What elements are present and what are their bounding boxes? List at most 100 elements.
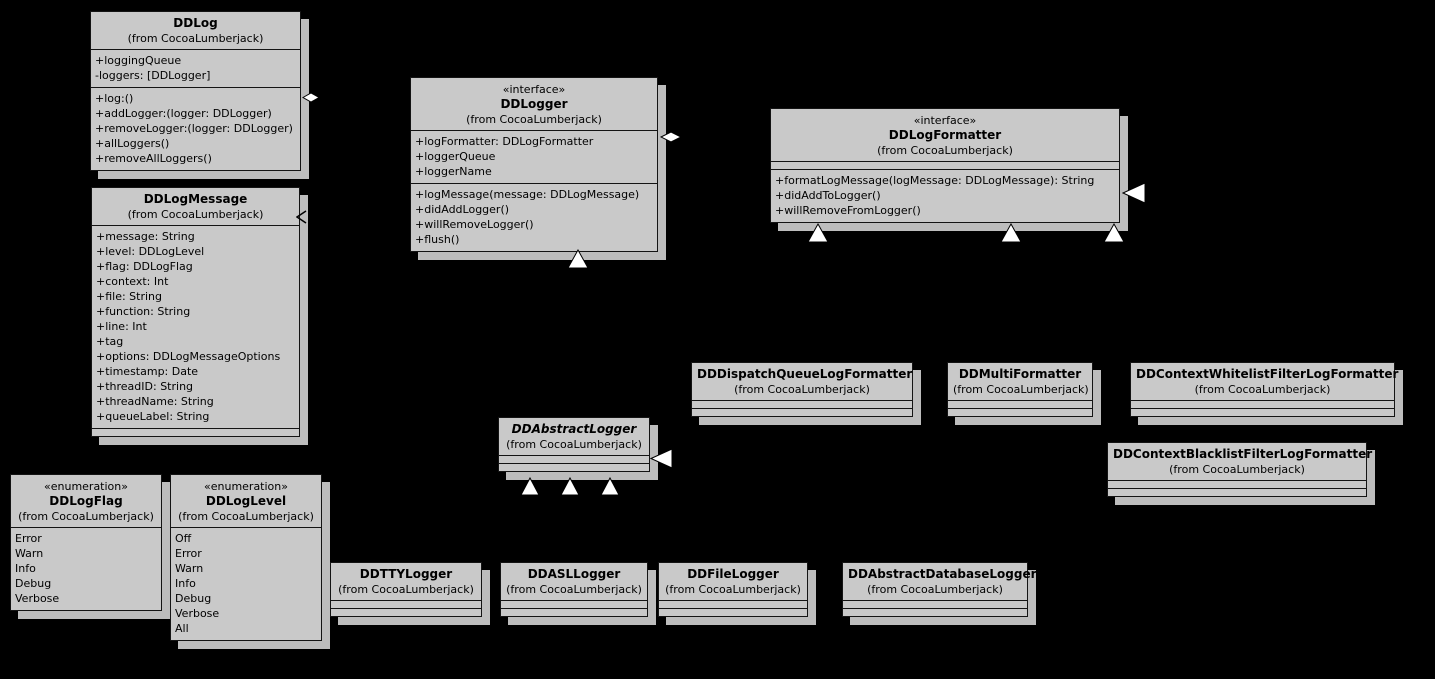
member-line: +timestamp: Date — [96, 365, 199, 378]
class-box-ddcontextwhitelistfilterlogformatter[interactable]: DDContextWhitelistFilterLogFormatter (fr… — [1130, 362, 1398, 417]
class-box-ddmultiformatter[interactable]: DDMultiFormatter (from CocoaLumberjack) — [947, 362, 1093, 417]
class-title: «interface» DDLogger (from CocoaLumberja… — [411, 78, 657, 130]
member-line: +threadName: String — [96, 395, 214, 408]
member-line: +logMessage(message: DDLogMessage) — [415, 188, 640, 201]
class-name: DDTTYLogger — [359, 567, 453, 581]
methods-compartment — [499, 463, 649, 471]
member-line: +willRemoveFromLogger() — [775, 204, 921, 217]
class-box-ddlogger[interactable]: «interface» DDLogger (from CocoaLumberja… — [410, 77, 658, 252]
class-package: (from CocoaLumberjack) — [867, 583, 1003, 596]
member-line: +formatLogMessage(logMessage: DDLogMessa… — [775, 174, 1095, 187]
class-box-dddispatchqueuelogformatter[interactable]: DDDispatchQueueLogFormatter (from CocoaL… — [691, 362, 913, 417]
class-name: DDMultiFormatter — [958, 367, 1082, 381]
class-box-ddlogflag[interactable]: «enumeration» DDLogFlag (from CocoaLumbe… — [10, 474, 162, 611]
class-box-ddabstractdatabaselogger[interactable]: DDAbstractDatabaseLogger (from CocoaLumb… — [842, 562, 1037, 617]
class-box-ddlog[interactable]: DDLog (from CocoaLumberjack) +loggingQue… — [90, 11, 301, 171]
member-line: +didAddLogger() — [415, 203, 510, 216]
member-line: +file: String — [96, 290, 162, 303]
class-box-ddasllogger[interactable]: DDASLLogger (from CocoaLumberjack) — [500, 562, 648, 617]
generalization-triangle-icon — [650, 448, 673, 469]
class-box-ddcontextblacklistfilterlogformatter[interactable]: DDContextBlacklistFilterLogFormatter (fr… — [1107, 442, 1372, 497]
class-box-ddttylogger[interactable]: DDTTYLogger (from CocoaLumberjack) — [330, 562, 482, 617]
class-package: (from CocoaLumberjack) — [466, 113, 602, 126]
member-line: +message: String — [96, 230, 195, 243]
class-name: DDAbstractDatabaseLogger — [848, 567, 1037, 581]
class-package: (from CocoaLumberjack) — [506, 583, 642, 596]
aggregation-diamond-icon — [302, 92, 320, 103]
attributes-compartment: +message: String+level: DDLogLevel+flag:… — [92, 225, 299, 428]
open-arrowhead-icon — [296, 210, 307, 224]
member-line: +threadID: String — [96, 380, 194, 393]
member-line: Warn — [15, 547, 44, 560]
class-package: (from CocoaLumberjack) — [877, 144, 1013, 157]
attributes-compartment — [843, 600, 1027, 608]
class-box-ddlogformatter[interactable]: «interface» DDLogFormatter (from CocoaLu… — [770, 108, 1120, 223]
member-line: Warn — [175, 562, 204, 575]
class-title: DDContextWhitelistFilterLogFormatter (fr… — [1131, 363, 1398, 400]
methods-compartment: +log:()+addLogger:(logger: DDLogger)+rem… — [91, 87, 300, 170]
member-line: +removeLogger:(logger: DDLogger) — [95, 122, 293, 135]
realization-triangle-icon — [1000, 223, 1022, 243]
class-name: DDLogLevel — [205, 494, 287, 508]
class-title: DDContextBlacklistFilterLogFormatter (fr… — [1108, 443, 1372, 480]
class-box-ddloglevel[interactable]: «enumeration» DDLogLevel (from CocoaLumb… — [170, 474, 322, 641]
class-title: DDAbstractLogger (from CocoaLumberjack) — [499, 418, 649, 455]
realization-triangle-icon — [567, 249, 589, 269]
member-line: Verbose — [15, 592, 60, 605]
member-line: All — [175, 622, 189, 635]
class-title: «interface» DDLogFormatter (from CocoaLu… — [771, 109, 1119, 161]
class-stereotype: «enumeration» — [44, 480, 128, 493]
member-line: +function: String — [96, 305, 191, 318]
class-name: DDFileLogger — [687, 567, 779, 581]
member-line: +log:() — [95, 92, 134, 105]
attributes-compartment — [659, 600, 807, 608]
attributes-compartment — [948, 400, 1092, 408]
member-line: +loggerQueue — [415, 150, 496, 163]
methods-compartment — [948, 408, 1092, 416]
class-package: (from CocoaLumberjack) — [665, 583, 801, 596]
attributes-compartment — [501, 600, 647, 608]
class-stereotype: «enumeration» — [204, 480, 288, 493]
member-line: +level: DDLogLevel — [96, 245, 205, 258]
realization-triangle-icon — [1122, 182, 1146, 204]
class-package: (from CocoaLumberjack) — [127, 208, 264, 221]
member-line: +context: Int — [96, 275, 169, 288]
methods-compartment — [331, 608, 481, 616]
realization-triangle-icon — [807, 223, 829, 243]
class-title: DDAbstractDatabaseLogger (from CocoaLumb… — [843, 563, 1037, 600]
attributes-compartment: +loggingQueue-loggers: [DDLogger] — [91, 49, 300, 87]
class-title: «enumeration» DDLogFlag (from CocoaLumbe… — [11, 475, 161, 527]
class-title: DDMultiFormatter (from CocoaLumberjack) — [948, 363, 1092, 400]
class-box-ddfilelogger[interactable]: DDFileLogger (from CocoaLumberjack) — [658, 562, 808, 617]
member-line: +loggingQueue — [95, 54, 182, 67]
class-package: (from CocoaLumberjack) — [1169, 463, 1305, 476]
generalization-triangle-icon — [600, 477, 620, 496]
class-package: (from CocoaLumberjack) — [127, 32, 264, 45]
class-title: DDDispatchQueueLogFormatter (from CocoaL… — [692, 363, 912, 400]
attributes-compartment — [1108, 480, 1366, 488]
methods-compartment — [659, 608, 807, 616]
class-title: DDASLLogger (from CocoaLumberjack) — [501, 563, 647, 600]
class-name: DDASLLogger — [527, 567, 621, 581]
methods-compartment — [1131, 408, 1394, 416]
class-title: DDTTYLogger (from CocoaLumberjack) — [331, 563, 481, 600]
member-line: Info — [175, 577, 196, 590]
class-package: (from CocoaLumberjack) — [1194, 383, 1331, 396]
member-line: +logFormatter: DDLogFormatter — [415, 135, 594, 148]
class-box-ddabstractlogger[interactable]: DDAbstractLogger (from CocoaLumberjack) — [498, 417, 650, 472]
member-line: Error — [15, 532, 42, 545]
methods-compartment — [501, 608, 647, 616]
member-line: +didAddToLogger() — [775, 189, 881, 202]
class-title: «enumeration» DDLogLevel (from CocoaLumb… — [171, 475, 321, 527]
methods-compartment: +logMessage(message: DDLogMessage) +didAd… — [411, 183, 657, 251]
member-line: Verbose — [175, 607, 220, 620]
member-line: Debug — [175, 592, 212, 605]
class-name: DDAbstractLogger — [511, 422, 637, 436]
class-package: (from CocoaLumberjack) — [506, 438, 642, 451]
methods-compartment: +formatLogMessage(logMessage: DDLogMessa… — [771, 169, 1119, 222]
class-box-ddlogmessage[interactable]: DDLogMessage (from CocoaLumberjack) +mes… — [91, 187, 300, 437]
member-line: Debug — [15, 577, 52, 590]
attributes-compartment — [499, 455, 649, 463]
